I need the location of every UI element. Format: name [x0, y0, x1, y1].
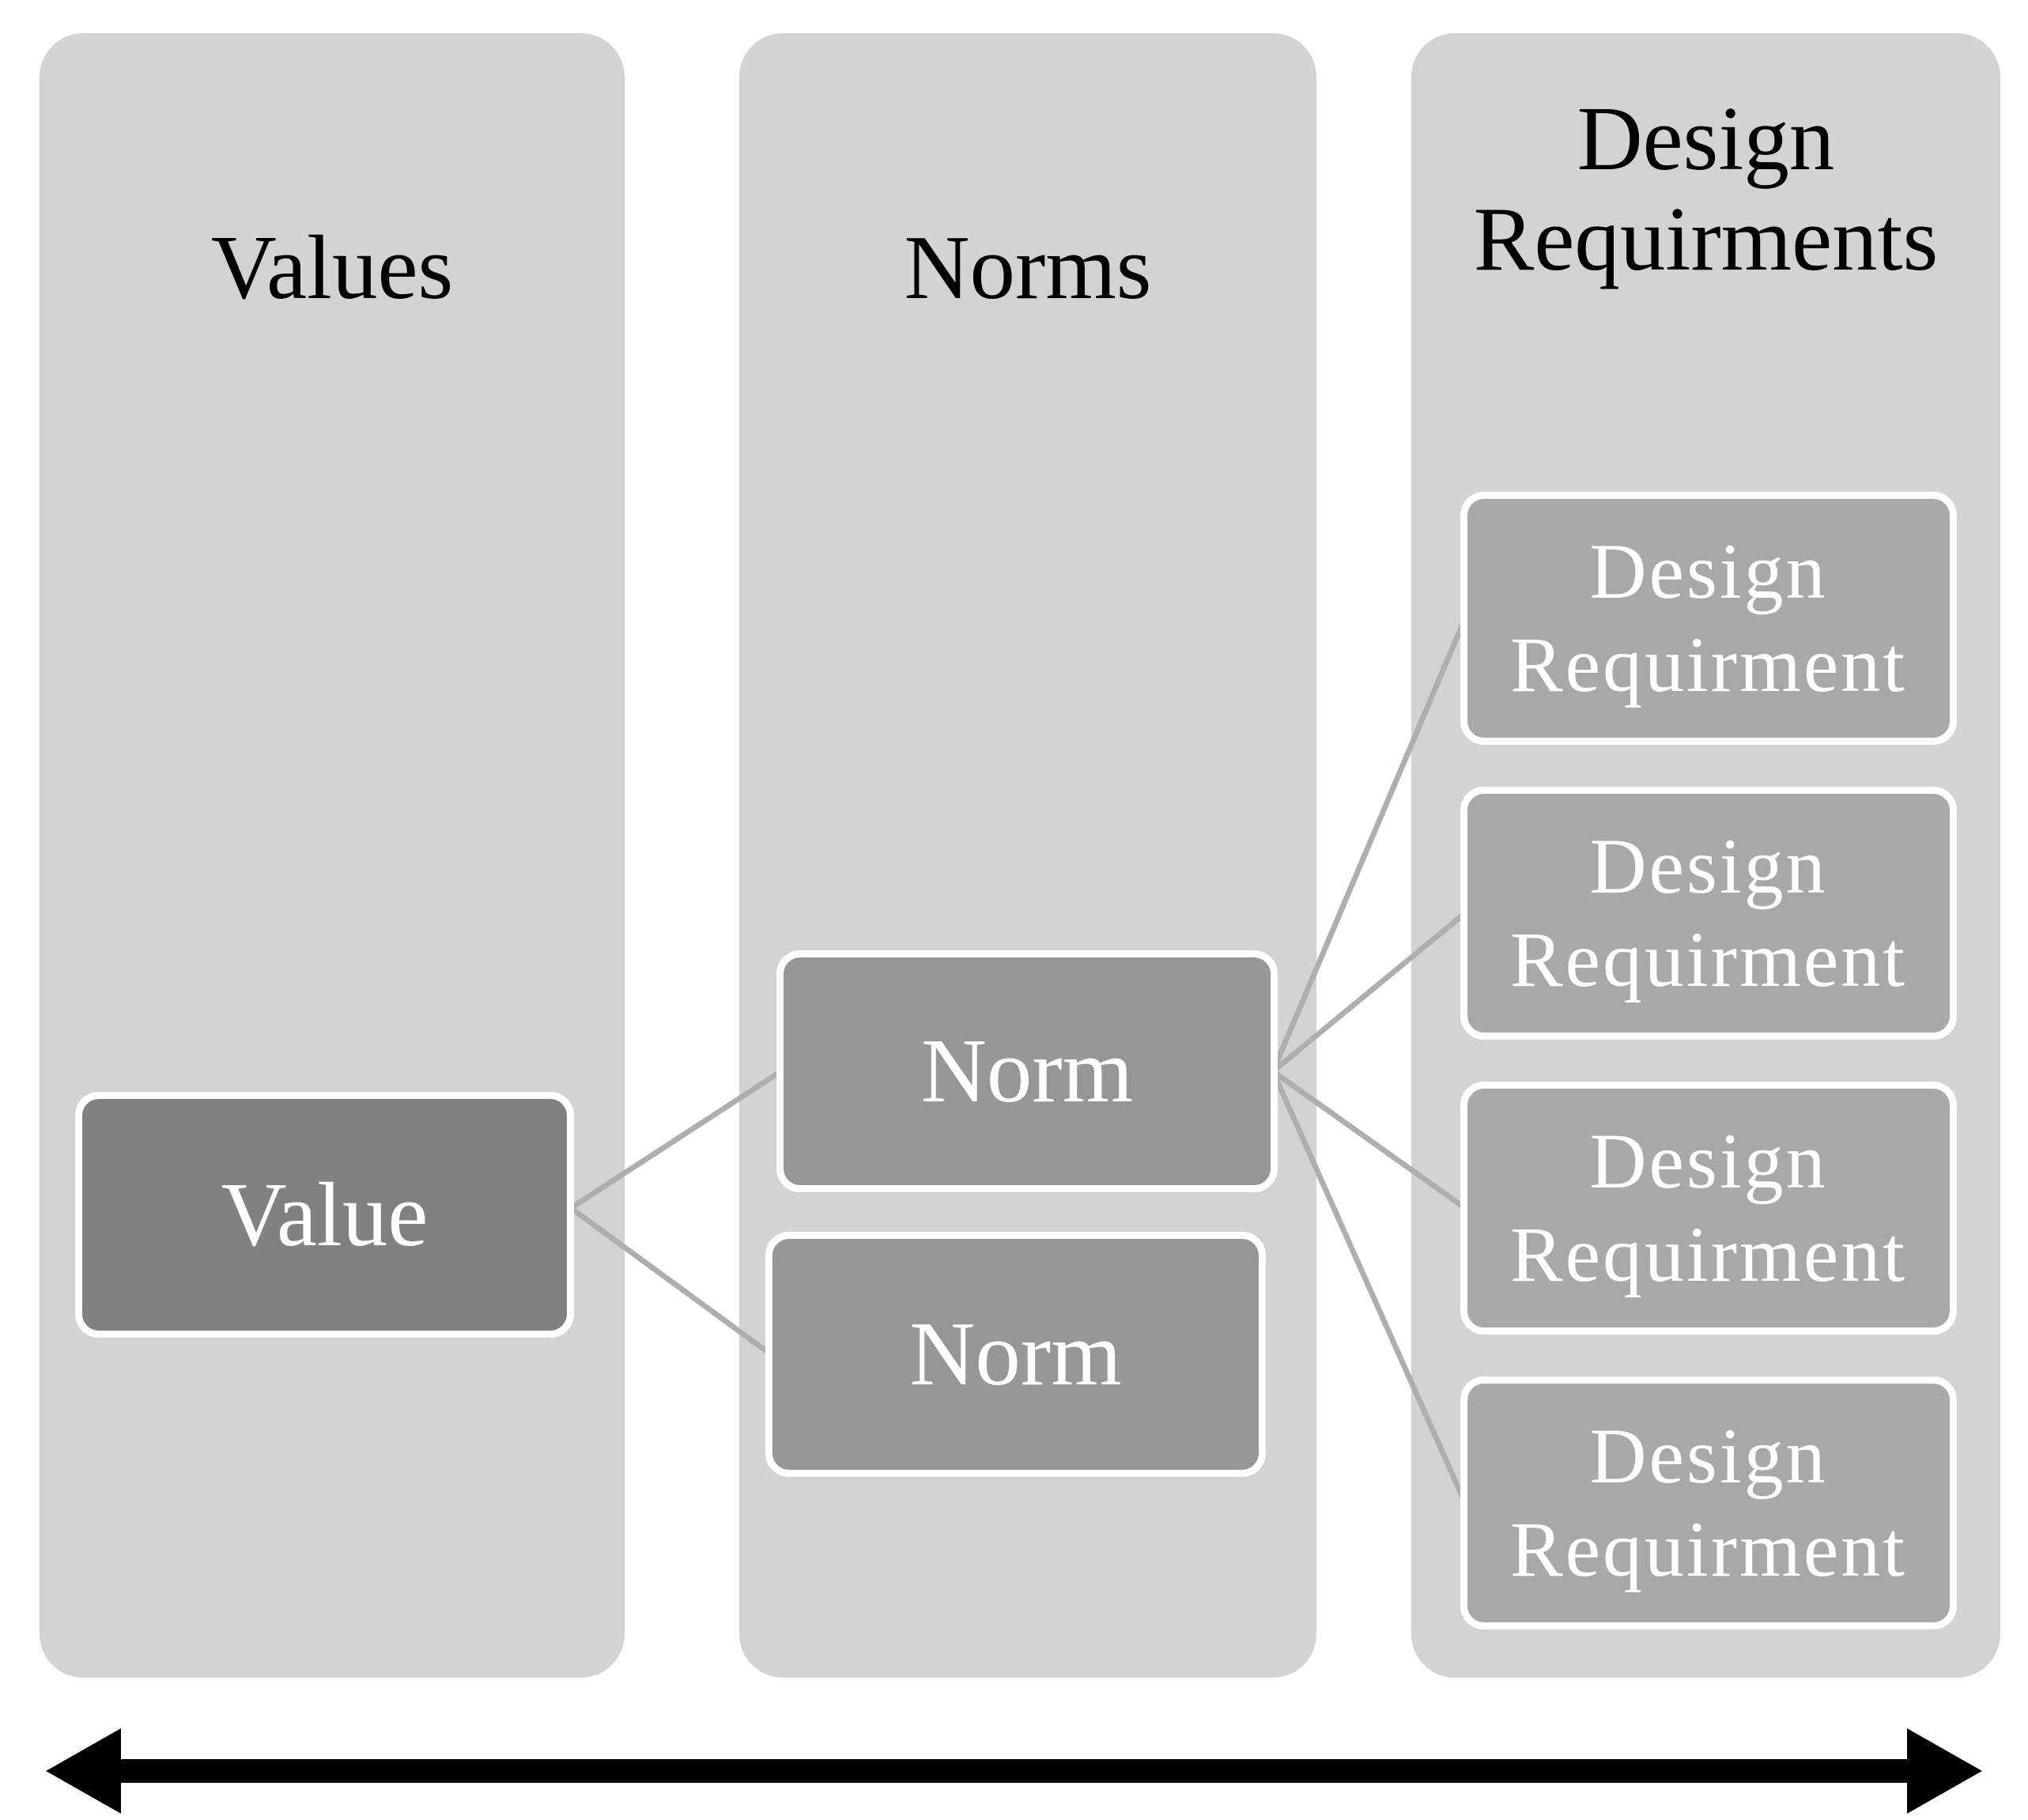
- norms-column-title: Norms: [904, 217, 1152, 318]
- design-requirment-box-3: Design Requirment: [1460, 1082, 1957, 1335]
- arrow-head-left-icon: [46, 1728, 121, 1814]
- values-column-title: Values: [210, 217, 454, 318]
- value-box-label: Value: [221, 1164, 429, 1265]
- design-requirment-box-1: Design Requirment: [1460, 492, 1957, 745]
- connector-value-to-norm-2: [568, 1206, 773, 1357]
- norm-box-1-label: Norm: [920, 1021, 1134, 1121]
- connector-norm-1-to-dr-1: [1270, 617, 1468, 1073]
- values-column: Values: [40, 33, 625, 1678]
- design-requirments-column-title: Design Requirments: [1473, 89, 1939, 289]
- design-requirment-box-2-label: Design Requirment: [1509, 822, 1908, 1003]
- design-requirment-box-1-label: Design Requirment: [1509, 527, 1908, 708]
- connector-value-to-norm-1: [569, 1069, 783, 1210]
- connector-norm-1-to-dr-2: [1271, 911, 1467, 1074]
- design-requirment-box-4: Design Requirment: [1460, 1376, 1957, 1629]
- design-requirment-box-2: Design Requirment: [1460, 787, 1957, 1040]
- arrow-shaft: [117, 1759, 1911, 1783]
- connector-norm-1-to-dr-3: [1271, 1069, 1467, 1210]
- norm-box-1: Norm: [776, 950, 1278, 1192]
- design-requirment-box-4-label: Design Requirment: [1509, 1412, 1908, 1593]
- design-requirment-box-3-label: Design Requirment: [1509, 1117, 1908, 1298]
- norm-box-2-label: Norm: [909, 1304, 1122, 1404]
- arrow-head-right-icon: [1907, 1728, 1982, 1814]
- value-box: Value: [75, 1092, 574, 1338]
- norm-box-2: Norm: [765, 1232, 1266, 1477]
- connector-norm-1-to-dr-4: [1270, 1070, 1468, 1505]
